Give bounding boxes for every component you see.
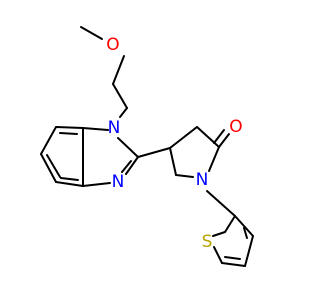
bond-methyl-o bbox=[80, 26, 103, 40]
bond-thiophene-c2-c3 bbox=[234, 215, 254, 237]
carbonyl-bond-outer bbox=[218, 133, 230, 148]
bond-c7a-c7 bbox=[55, 126, 84, 129]
bond-o-ch2 bbox=[112, 55, 125, 85]
bond-c2-pyrrolidinone bbox=[137, 147, 171, 158]
atom-label-layer: O N N O N S bbox=[106, 35, 242, 252]
thiophene-inner-1 bbox=[243, 227, 248, 239]
bond-thiophene-c4-c5 bbox=[221, 262, 246, 267]
aromatic-inner-1 bbox=[59, 132, 78, 135]
carbonyl-oxygen-label: O bbox=[229, 117, 242, 137]
carbonyl-bond-inner bbox=[213, 129, 225, 144]
bond-c5-c4 bbox=[55, 181, 84, 187]
bond-c2-n3-inner bbox=[121, 160, 132, 173]
thiophene-sulfur-label: S bbox=[202, 232, 213, 252]
molecule-structure-diagram: O N N O N S bbox=[40, 26, 254, 267]
bond-methylene-thiophene bbox=[224, 215, 236, 233]
aromatic-inner-2 bbox=[46, 154, 61, 178]
bond-n1-c7a bbox=[82, 127, 109, 131]
bond-ch2-n1 bbox=[119, 107, 128, 118]
bond-c2-n3 bbox=[125, 156, 139, 175]
aromatic-inner-3 bbox=[60, 177, 79, 181]
benzimidazole-n1-label: N bbox=[108, 118, 121, 138]
bond-n-methylene bbox=[206, 190, 236, 217]
lactam-nitrogen-label: N bbox=[196, 170, 209, 190]
bond-thiophene-c2-s bbox=[212, 231, 226, 237]
methoxy-oxygen-label: O bbox=[106, 35, 119, 55]
bond-c4-c3 bbox=[169, 126, 198, 149]
benzimidazole-n3-label: N bbox=[112, 172, 125, 192]
bond-layer bbox=[40, 26, 254, 267]
thiophene-inner-2 bbox=[224, 256, 241, 260]
bond-c2-n1-lactam bbox=[208, 146, 220, 172]
bond-c6-c5 bbox=[40, 153, 57, 183]
bond-c3-c2 bbox=[196, 126, 220, 148]
bond-thiophene-c5-s bbox=[213, 246, 223, 264]
bond-c7-c6 bbox=[40, 126, 57, 155]
bond-c5-c4 bbox=[169, 147, 177, 176]
bond-n1-c5 bbox=[175, 174, 194, 178]
bond-n1-c2 bbox=[117, 137, 139, 158]
bond-thiophene-c3-c4 bbox=[244, 235, 254, 267]
bond-n3-c3a bbox=[82, 182, 111, 187]
bond-ch2-ch2 bbox=[112, 83, 128, 109]
